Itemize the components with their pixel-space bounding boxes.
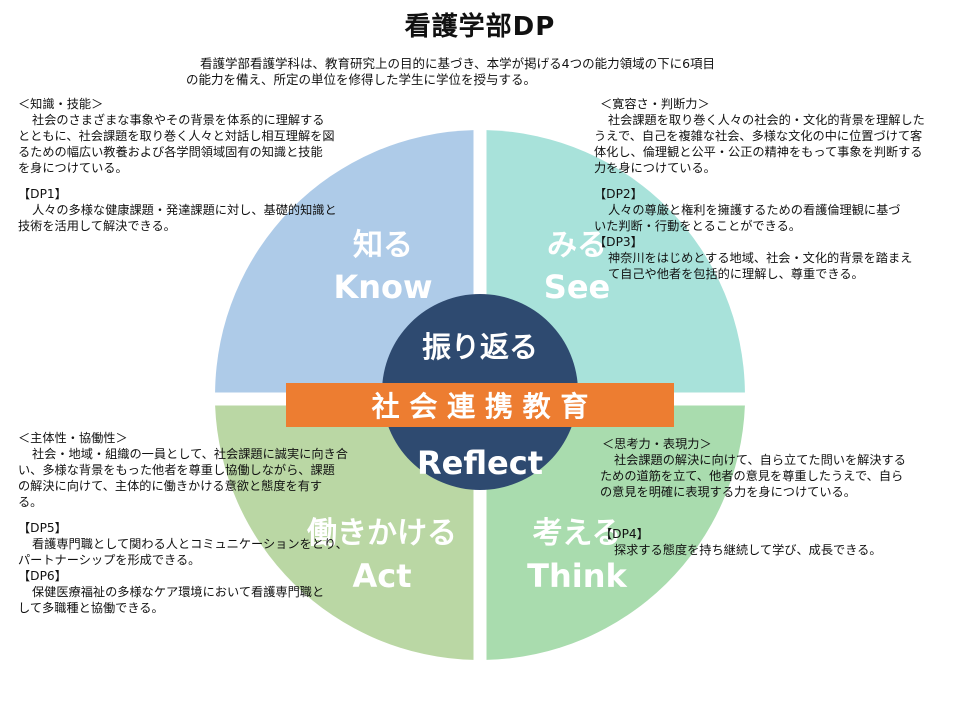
see-jp-label: みる xyxy=(547,228,607,263)
dp2-line: いた判断・行動をとることができる。 xyxy=(594,219,801,233)
intro-line-2: の能力を備え、所定の単位を修得した学生に学位を授与する。 xyxy=(186,72,537,87)
dp3-line: て自己や他者を包括的に理解し、尊重できる。 xyxy=(608,267,864,281)
knowledge-block: ＜知識・技能＞ 社会のさまざまな事象やその背景を体系的に理解する とともに、社会… xyxy=(18,96,337,234)
initiative-line: る。 xyxy=(18,495,43,509)
tolerance-line: 体化し、倫理観と公平・公正の精神をもって事象を判断する xyxy=(594,145,923,159)
dp1-line: 技術を活用して解決できる。 xyxy=(18,219,176,233)
dp5-label: 【DP5】 xyxy=(18,521,67,535)
page-title: 看護学部DP xyxy=(404,12,556,42)
tolerance-block: ＜寛容さ・判断力＞ 社会課題を取り巻く人々の社会的・文化的背景を理解した うえで… xyxy=(594,96,925,282)
dp2-label: 【DP2】 xyxy=(594,187,643,201)
think-en-label: Think xyxy=(527,557,627,595)
know-jp-label: 知る xyxy=(353,228,413,263)
initiative-line: 社会・地域・組織の一員として、社会課題に誠実に向き合 xyxy=(32,447,348,461)
thinking-line: 社会課題の解決に向けて、自ら立てた問いを解決する xyxy=(614,453,906,467)
thinking-line: の意見を明確に表現する力を身につけている。 xyxy=(600,485,856,499)
dp5-line: パートナーシップを形成できる。 xyxy=(18,553,201,567)
intro-line-1: 看護学部看護学科は、教育研究上の目的に基づき、本学が掲げる4つの能力領域の下に6… xyxy=(200,56,716,71)
quadrant-act xyxy=(215,405,474,660)
dp1-label: 【DP1】 xyxy=(18,187,67,201)
dp2-line: 人々の尊厳と権利を擁護するための看護倫理観に基づ xyxy=(608,203,901,217)
intro-text: 看護学部看護学科は、教育研究上の目的に基づき、本学が掲げる4つの能力領域の下に6… xyxy=(186,56,786,88)
act-en-label: Act xyxy=(352,557,411,595)
quadrant-think xyxy=(486,405,745,660)
act-jp-label: 働きかける xyxy=(306,516,457,551)
social-collaboration-label: 社 会 連 携 教 育 xyxy=(372,390,589,423)
knowledge-heading: ＜知識・技能＞ xyxy=(18,97,104,111)
dp3-label: 【DP3】 xyxy=(594,235,643,249)
dp1-line: 人々の多様な健康課題・発達課題に対し、基礎的知識と xyxy=(32,203,337,217)
reflect-jp-label: 振り返る xyxy=(422,330,538,364)
dp5-line: 看護専門職として関わる人とコミュニケーションをとり、 xyxy=(32,537,348,551)
initiative-line: い、多様な背景をもった他者を尊重し協働しながら、課題 xyxy=(18,463,335,477)
dp3-line: 神奈川をはじめとする地域、社会・文化的背景を踏まえ xyxy=(608,251,913,265)
tolerance-heading: ＜寛容さ・判断力＞ xyxy=(600,97,710,111)
knowledge-line: るための幅広い教養および各学問領域固有の知識と技能 xyxy=(18,145,323,159)
dp4-line: 探求する態度を持ち継続して学び、成長できる。 xyxy=(614,543,882,557)
knowledge-line: とともに、社会課題を取り巻く人々と対話し相互理解を図 xyxy=(18,129,335,143)
dp6-line: して多職種と協働できる。 xyxy=(18,601,164,615)
reflect-en-label: Reflect xyxy=(417,444,543,482)
social-collaboration-band xyxy=(286,383,674,427)
tolerance-line: うえで、自己を複雑な社会、多様な文化の中に位置づけて客 xyxy=(594,129,923,143)
tolerance-line: 力を身につけている。 xyxy=(594,161,716,175)
dp6-line: 保健医療福祉の多様なケア環境において看護専門職と xyxy=(32,585,325,599)
initiative-heading: ＜主体性・協働性＞ xyxy=(18,431,128,445)
dp6-label: 【DP6】 xyxy=(18,569,67,583)
initiative-block: ＜主体性・協働性＞ 社会・地域・組織の一員として、社会課題に誠実に向き合 い、多… xyxy=(18,430,348,616)
tolerance-line: 社会課題を取り巻く人々の社会的・文化的背景を理解した xyxy=(608,113,925,127)
think-jp-label: 考える xyxy=(532,516,621,551)
initiative-line: の解決に向けて、主体的に働きかける意欲と態度を有す xyxy=(18,479,323,493)
thinking-line: ための道筋を立て、他者の意見を尊重したうえで、自ら xyxy=(600,469,904,483)
know-en-label: Know xyxy=(333,268,432,306)
dp4-label: 【DP4】 xyxy=(600,527,649,541)
knowledge-line: 社会のさまざまな事象やその背景を体系的に理解する xyxy=(32,113,325,127)
thinking-block: ＜思考力・表現力＞ 社会課題の解決に向けて、自ら立てた問いを解決する ための道筋… xyxy=(600,436,906,558)
knowledge-line: を身につけている。 xyxy=(18,161,128,175)
thinking-heading: ＜思考力・表現力＞ xyxy=(602,437,712,451)
see-en-label: See xyxy=(544,268,610,306)
